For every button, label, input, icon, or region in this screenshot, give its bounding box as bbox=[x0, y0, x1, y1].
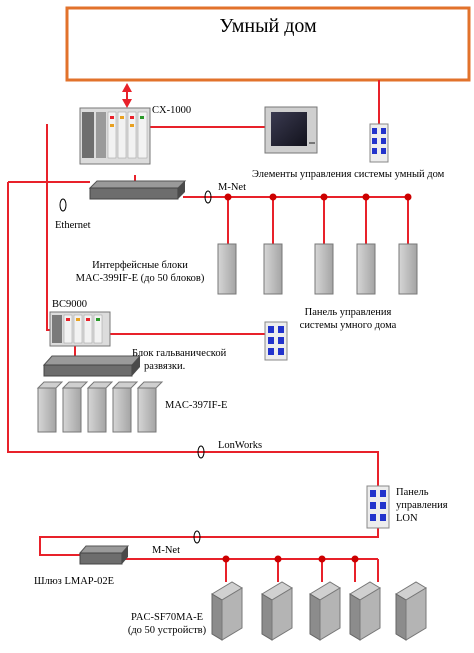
home-panel-label-line2: системы умного дома bbox=[299, 320, 397, 331]
ethernet-label: Ethernet bbox=[55, 220, 91, 231]
galvanic-label-line1: Блок гальванической bbox=[132, 348, 227, 359]
mnet-label-bottom: M-Net bbox=[152, 545, 180, 556]
ethernet-switch bbox=[88, 180, 187, 200]
mac397-label: MAC-397IF-E bbox=[165, 400, 228, 411]
interface-blocks-label-line1: Интерфейсные блоки bbox=[92, 260, 188, 271]
cx1000-label: CX-1000 bbox=[152, 105, 192, 116]
pac-label-line2: (до 50 устройств) bbox=[127, 625, 207, 636]
elements-label: Элементы управления системы умный дом bbox=[252, 169, 445, 180]
mac397-modules bbox=[36, 381, 164, 433]
lon-panel-label-line1: Панель bbox=[396, 487, 429, 498]
gateway-label: Шлюз LMAP-02E bbox=[34, 576, 115, 587]
home-blue-panel bbox=[264, 321, 288, 361]
lon-blue-panel bbox=[366, 485, 390, 529]
pac-units bbox=[211, 581, 427, 641]
galvanic-label-line2: развязки. bbox=[144, 361, 186, 372]
diagram-title: Умный дом bbox=[219, 15, 317, 37]
lonworks-label: LonWorks bbox=[218, 440, 263, 451]
cx1000-controller bbox=[79, 107, 151, 165]
arrow-down-icon bbox=[122, 99, 132, 108]
bc9000-controller bbox=[49, 311, 111, 347]
elements-blue-panel bbox=[369, 123, 389, 163]
interface-blocks-label-line2: MAC-399IF-E (до 50 блоков) bbox=[75, 273, 205, 284]
control-screen-device bbox=[264, 106, 318, 154]
bc9000-label: BC9000 bbox=[52, 299, 88, 310]
arrow-up-icon bbox=[122, 83, 132, 92]
lon-panel-label-line2: управления bbox=[396, 500, 448, 511]
mnet-label-top: M-Net bbox=[218, 182, 246, 193]
mac399-modules bbox=[217, 243, 418, 295]
pac-label-line1: PAC-SF70MA-E bbox=[131, 612, 203, 623]
smart-home-frame bbox=[65, 6, 471, 82]
bus-nodes bbox=[222, 193, 412, 563]
bus-wiring bbox=[7, 80, 409, 582]
galvanic-isolation-block bbox=[42, 355, 142, 377]
lon-panel-label-line3: LON bbox=[396, 513, 418, 524]
home-panel-label-line1: Панель управления bbox=[304, 307, 392, 318]
lmap-gateway bbox=[78, 545, 130, 565]
terminator-icons bbox=[59, 190, 212, 544]
